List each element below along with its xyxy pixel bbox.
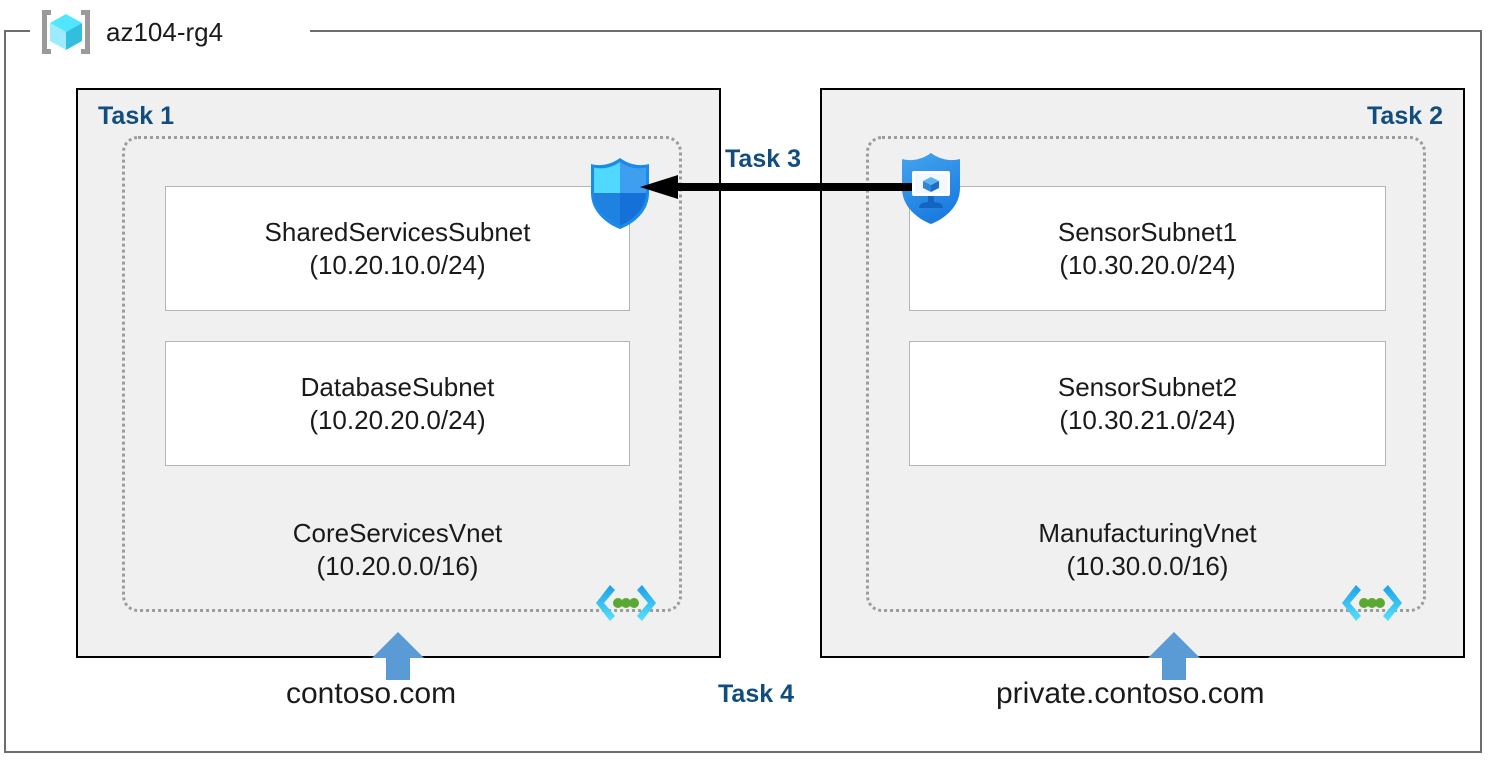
task-4-label: Task 4 [718,680,794,708]
virtual-network-icon [1340,582,1404,624]
subnet-name: DatabaseSubnet [300,371,495,402]
dns-link-arrow-up-icon [1148,632,1200,680]
azure-resource-group-cube-icon [38,7,94,57]
manufacturingvnet-label: ManufacturingVnet (10.30.0.0/16) [909,518,1386,581]
coreservicesvnet-boundary [122,136,682,612]
dns-link-arrow-up-icon [372,632,424,680]
resource-group-title-notch [30,20,310,42]
manufacturingvnet-boundary [866,136,1426,612]
task-1-label: Task 1 [98,102,174,130]
vnet-name: CoreServicesVnet [292,518,503,548]
subnet-name: SensorSubnet2 [1057,371,1238,402]
subnet-cidr: (10.20.20.0/24) [309,404,486,435]
resource-group-title: az104-rg4 [38,6,223,58]
virtual-network-icon [594,582,658,624]
subnet-name: SharedServicesSubnet [264,216,531,247]
subnet-sensorsubnet1[interactable]: SensorSubnet1 (10.30.20.0/24) [909,186,1386,311]
peering-arrow-left-icon [640,170,912,204]
dns-zone-private-contoso: private.contoso.com [996,677,1265,710]
dns-zone-contoso: contoso.com [286,677,457,710]
subnet-name: SensorSubnet1 [1057,216,1238,247]
subnet-databasesubnet[interactable]: DatabaseSubnet (10.20.20.0/24) [165,341,630,466]
vnet-name: ManufacturingVnet [1038,518,1257,548]
virtual-machine-shield-icon [896,150,966,226]
resource-group-name: az104-rg4 [106,16,224,47]
subnet-cidr: (10.30.21.0/24) [1059,404,1236,435]
subnet-sharedservicessubnet[interactable]: SharedServicesSubnet (10.20.10.0/24) [165,186,630,311]
vnet-cidr: (10.20.0.0/16) [316,550,479,581]
vnet-cidr: (10.30.0.0/16) [1066,550,1229,581]
network-security-group-shield-icon [585,155,655,231]
task-3-label: Task 3 [722,145,804,174]
coreservicesvnet-label: CoreServicesVnet (10.20.0.0/16) [165,518,630,581]
resource-group-boundary [4,30,1482,753]
subnet-cidr: (10.20.10.0/24) [309,249,486,280]
subnet-cidr: (10.30.20.0/24) [1059,249,1236,280]
subnet-sensorsubnet2[interactable]: SensorSubnet2 (10.30.21.0/24) [909,341,1386,466]
task-2-label: Task 2 [1367,102,1443,130]
